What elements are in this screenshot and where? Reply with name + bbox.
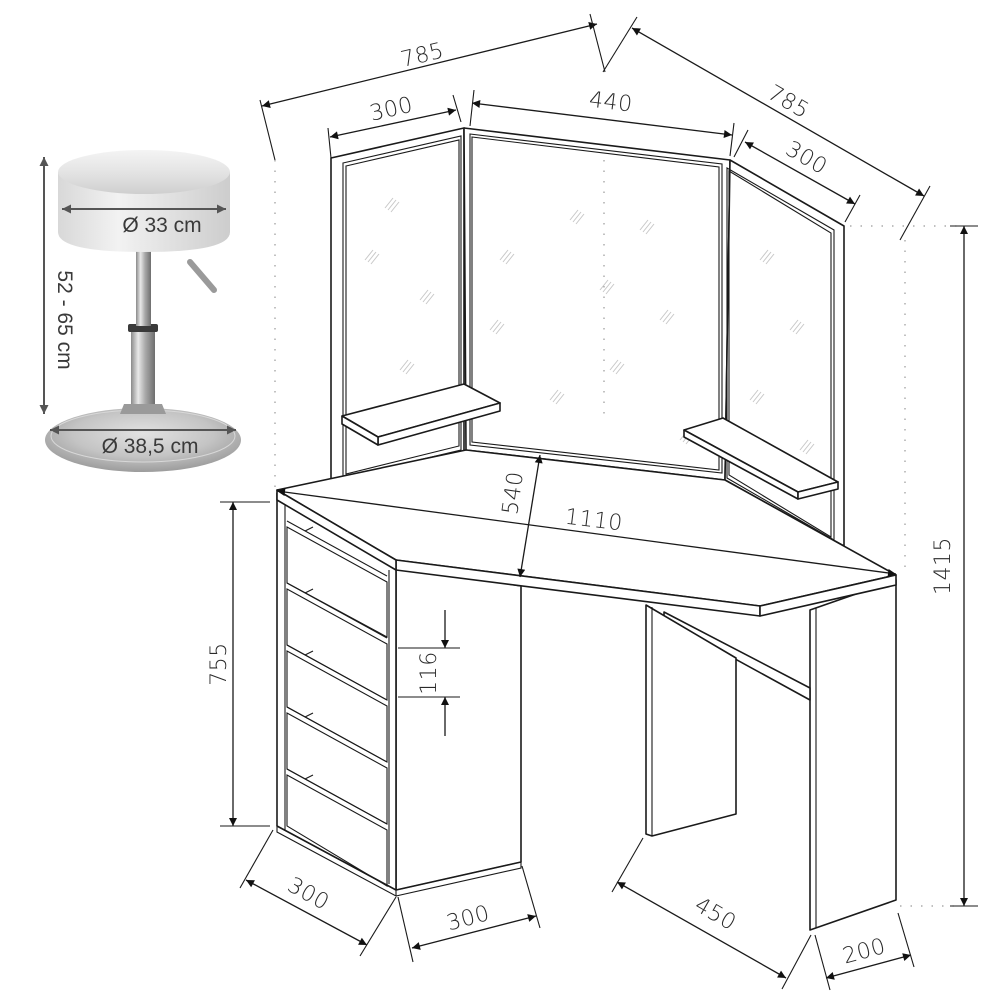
stool-height-lever [187, 259, 217, 293]
dim-drawer-height: 116 [417, 651, 442, 695]
dimension-annotations: 785 300 440 785 300 1415 755 [207, 13, 978, 991]
leg-middle-panel [645, 604, 737, 837]
dim-mirror-right-panel: 300 [781, 137, 831, 180]
shelf-left [341, 383, 501, 446]
drawer-stack [286, 520, 388, 887]
stool-base [45, 408, 241, 472]
drawer-5[interactable] [286, 768, 388, 887]
dim-mirror-left-overall: 785 [398, 38, 446, 72]
stool-gas-lift-lower [131, 328, 155, 410]
mirror-panel-center [463, 127, 731, 481]
dim-right-leg-width: 200 [840, 934, 888, 969]
dim-knee-space: 450 [690, 893, 740, 936]
stool-illustration: Ø 33 cm 52 - 65 cm Ø 38,5 cm [39, 150, 241, 472]
stool-base-diameter-label: Ø 38,5 cm [102, 435, 199, 458]
dim-cabinet-front-width: 300 [444, 901, 492, 936]
leg-right-panel [809, 579, 897, 931]
stool-seat-diameter-label: Ø 33 cm [122, 214, 201, 237]
drawer-cabinet-side [395, 565, 522, 891]
dim-mirror-center-panel: 440 [588, 87, 634, 117]
dim-cabinet-side-depth: 300 [283, 873, 333, 916]
dim-total-height: 1415 [931, 537, 956, 595]
dim-mirror-left-panel: 300 [368, 93, 416, 127]
stool-gas-lift-upper [136, 250, 151, 326]
stool-height-label: 52 - 65 cm [53, 270, 76, 369]
dim-table-height: 755 [207, 642, 232, 686]
